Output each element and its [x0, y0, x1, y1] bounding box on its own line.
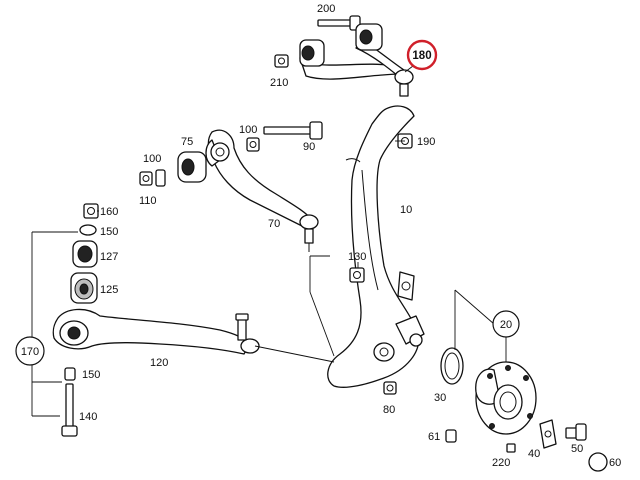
label-120[interactable]: 120 — [150, 357, 168, 369]
upper-control-arm[interactable] — [274, 15, 414, 97]
label-20[interactable]: 20 — [500, 319, 512, 331]
label-220[interactable]: 220 — [492, 457, 510, 469]
label-200[interactable]: 200 — [317, 3, 335, 15]
bushing-127[interactable] — [72, 240, 98, 268]
label-80[interactable]: 80 — [383, 404, 395, 416]
label-50[interactable]: 50 — [571, 443, 583, 455]
label-125[interactable]: 125 — [100, 284, 118, 296]
label-40[interactable]: 40 — [528, 448, 540, 460]
wheel-hub-20[interactable] — [475, 361, 537, 435]
label-180[interactable]: 180 — [412, 50, 431, 62]
nut-100-upper[interactable] — [246, 137, 260, 152]
washer-110[interactable] — [155, 169, 166, 187]
label-190[interactable]: 190 — [417, 136, 435, 148]
label-110[interactable]: 110 — [139, 195, 157, 207]
label-150-upper[interactable]: 150 — [100, 226, 118, 238]
label-210[interactable]: 210 — [270, 77, 288, 89]
label-61[interactable]: 61 — [428, 431, 440, 443]
callout-180-highlight[interactable] — [406, 39, 438, 71]
bolt-140[interactable] — [61, 383, 78, 437]
sensor-40[interactable] — [539, 419, 557, 449]
bushing-125[interactable] — [70, 272, 98, 304]
bushing-front — [299, 39, 325, 67]
steering-knuckle[interactable] — [327, 105, 425, 388]
washer-160[interactable] — [83, 203, 99, 219]
nut-61[interactable] — [445, 429, 457, 443]
nut-100-left[interactable] — [139, 171, 153, 186]
label-75[interactable]: 75 — [181, 136, 193, 148]
bushing-75[interactable] — [177, 151, 207, 183]
nut-210[interactable] — [274, 54, 289, 68]
label-150-lower[interactable]: 150 — [82, 369, 100, 381]
bolt-50[interactable] — [565, 423, 587, 441]
bushing-rear — [355, 23, 383, 51]
bolt-200[interactable] — [317, 15, 361, 31]
label-127[interactable]: 127 — [100, 251, 118, 263]
leader-lines — [97, 65, 507, 363]
nut-130[interactable] — [349, 267, 365, 283]
screw-80[interactable] — [383, 381, 397, 395]
lower-front-arm[interactable] — [52, 308, 260, 355]
label-70[interactable]: 70 — [268, 218, 280, 230]
callout-20-circle — [492, 310, 520, 338]
label-60[interactable]: 60 — [609, 457, 621, 469]
washer-150-upper[interactable] — [79, 224, 97, 236]
label-10[interactable]: 10 — [400, 204, 412, 216]
nut-150-lower[interactable] — [64, 367, 76, 381]
label-90[interactable]: 90 — [303, 141, 315, 153]
screw-220[interactable] — [506, 443, 516, 453]
label-140[interactable]: 140 — [79, 411, 97, 423]
seal-30[interactable] — [440, 347, 464, 385]
cap-60[interactable] — [588, 452, 608, 472]
label-170[interactable]: 170 — [21, 346, 39, 358]
label-100-upper[interactable]: 100 — [239, 124, 257, 136]
label-130[interactable]: 130 — [348, 251, 366, 263]
label-160[interactable]: 160 — [100, 206, 118, 218]
label-100-left[interactable]: 100 — [143, 153, 161, 165]
callout-170-circle — [15, 336, 45, 366]
bracket-170 — [31, 231, 78, 417]
label-30[interactable]: 30 — [434, 392, 446, 404]
lower-rear-arm[interactable] — [205, 129, 319, 252]
bolt-90[interactable] — [263, 121, 323, 140]
